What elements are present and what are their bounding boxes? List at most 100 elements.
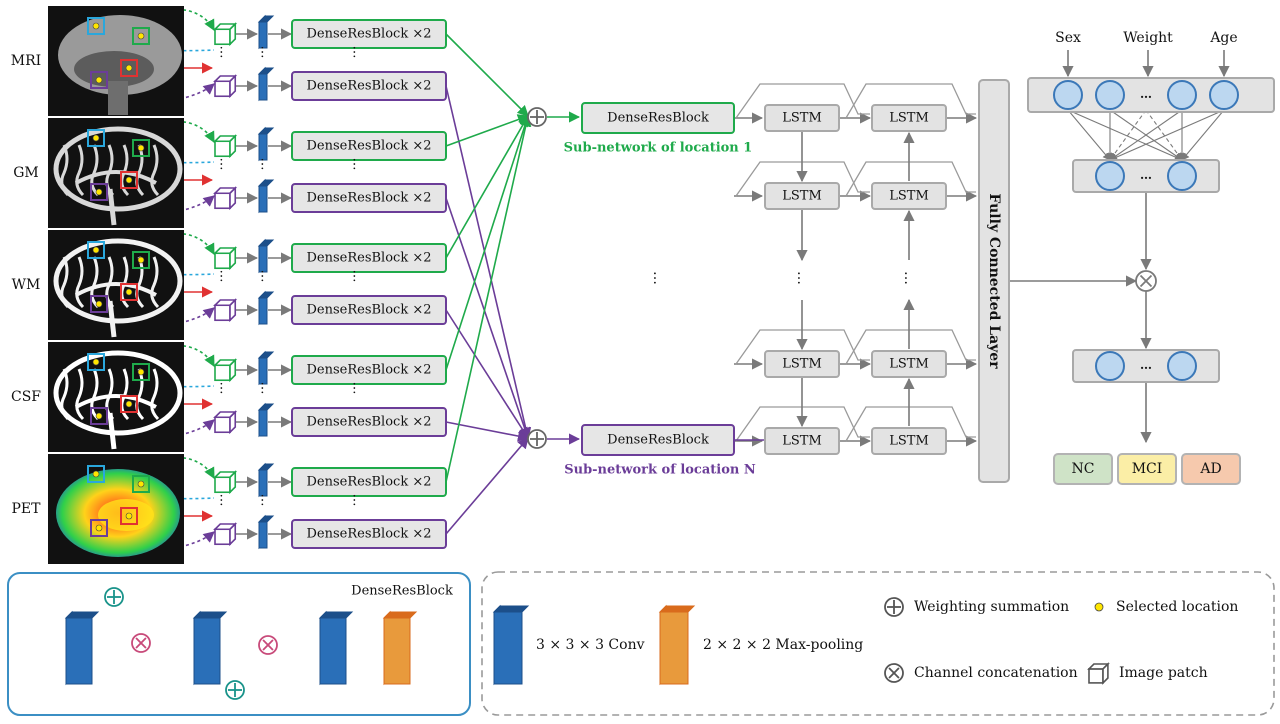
dense-res-block-x2-label: DenseResBlock ×2 [307, 475, 432, 490]
selected-location-dot [125, 64, 133, 72]
detail-conv-2 [192, 610, 228, 686]
clinical-dense-link-dashed [1109, 109, 1147, 161]
weighting-sum-location-n [527, 429, 547, 449]
brain-callosum [75, 170, 157, 185]
detail-conv-3 [318, 610, 354, 686]
mri-stem [108, 81, 128, 115]
legend-image-patch-icon-front [1088, 668, 1104, 684]
image-patch-purple-side [229, 74, 237, 99]
green-to-sum1 [445, 115, 529, 259]
patch-ellipsis: … [217, 46, 232, 59]
conv-slab-bottom [257, 514, 275, 550]
output-class-nc [1053, 453, 1113, 485]
output-class-ad [1181, 453, 1241, 485]
selected-location-dot [137, 144, 145, 152]
conv-slab-bottom-face [258, 521, 268, 549]
modality-label-wm: WM [12, 277, 41, 293]
legend-selected-location-label: Selected location [1116, 599, 1238, 615]
conv-slab-bottom-face [258, 297, 268, 325]
brain-gyrus [135, 368, 145, 421]
patch-ellipsis: … [217, 158, 232, 171]
legend-channel-concatenation-icon-b [888, 667, 900, 679]
brain-gyrus [150, 144, 160, 197]
patch-marker-red [120, 171, 138, 189]
conv-slab-top-face [258, 469, 268, 497]
lstm-cell-label: LSTM [782, 111, 822, 126]
brain-outline [53, 238, 183, 324]
image-patch-green [213, 134, 238, 159]
image-patch-green-side [229, 134, 237, 159]
brain-image-pet [48, 454, 184, 564]
clinical-input-sex: Sex [1055, 30, 1081, 46]
conv-slab-top [257, 126, 275, 162]
lstm-cell-label: LSTM [889, 357, 929, 372]
detail-maxpool [382, 610, 418, 686]
dense-res-block-x2-purple [291, 71, 447, 101]
image-patch-purple-side [229, 298, 237, 323]
conv-slab-bottom-face [258, 185, 268, 213]
legend-conv-swatch [492, 604, 530, 686]
dense-res-block-x2-green [291, 243, 447, 273]
image-patch-green-side [229, 246, 237, 271]
patch-marker-red [120, 59, 138, 77]
modality-label-csf: CSF [11, 389, 41, 405]
purple-to-sumN [445, 85, 532, 440]
legend-selected-location-icon [1094, 602, 1104, 612]
dense-res-block-x2-green [291, 131, 447, 161]
brain-gyrus [60, 144, 70, 197]
image-patch-purple-front [214, 304, 231, 322]
detail-sum-2 [225, 680, 245, 700]
patch-marker-red [120, 283, 138, 301]
purple-to-sumN [445, 437, 529, 535]
conv-slab-top-top [257, 127, 275, 135]
legend-conv-label: 3 × 3 × 3 Conv [536, 637, 645, 653]
sub-network-ellipsis: … [650, 271, 666, 285]
patch-marker-cyan [87, 129, 105, 147]
brain-image-wm [48, 230, 184, 340]
output-class-label-mci: MCI [1132, 461, 1163, 477]
dense-res-block-x2-purple [291, 183, 447, 213]
conv-slab-top-face [258, 245, 268, 273]
patch-marker-green [132, 363, 150, 381]
lstm-cell [871, 104, 947, 132]
legend-maxpool-label: 2 × 2 × 2 Max-pooling [703, 637, 863, 653]
brain-gyrus [150, 256, 160, 309]
brain-callosum [75, 282, 157, 297]
block-ellipsis: … [350, 46, 365, 59]
channel-concatenation-fusion [1135, 270, 1157, 292]
brain-image-gm [48, 118, 184, 228]
weighting-sum-location-1 [527, 107, 547, 127]
lstm-cell-label: LSTM [782, 434, 822, 449]
conv-slab-bottom [257, 178, 275, 214]
clinical-input-node [1167, 80, 1197, 110]
dense-res-block-x2-label: DenseResBlock ×2 [307, 139, 432, 154]
block-ellipsis: … [350, 158, 365, 171]
brain-gyrus [75, 144, 85, 197]
patch-marker-green [132, 475, 150, 493]
conv-slab-top [257, 238, 275, 274]
lstm-cell-label: LSTM [889, 189, 929, 204]
image-patch-purple [213, 298, 238, 323]
fully-connected-layer-label: Fully Connected Layer [986, 193, 1002, 369]
patch-marker-purple [90, 295, 108, 313]
lstm-cell [764, 350, 840, 378]
brain-gyrus [135, 144, 145, 197]
modality-label-gm: GM [13, 165, 39, 181]
brain-image-csf [48, 342, 184, 452]
brain-gyrus [60, 368, 70, 421]
conv-slab-top-face [258, 133, 268, 161]
detail-conv-2-top [192, 611, 228, 619]
image-patch-purple [213, 410, 238, 435]
conv-slab-bottom-top [257, 515, 275, 523]
selected-location-dot [125, 400, 133, 408]
detail-maxpool-top [382, 611, 418, 619]
dense-res-block-x2-green [291, 355, 447, 385]
modality-label-pet: PET [12, 501, 42, 517]
patch-marker-cyan [87, 353, 105, 371]
clinical-input-age: Age [1209, 30, 1237, 46]
clinical-dense-link [1067, 109, 1183, 161]
block-ellipsis: … [350, 382, 365, 395]
patch-marker-green [132, 139, 150, 157]
output-class-label-ad: AD [1199, 461, 1221, 477]
